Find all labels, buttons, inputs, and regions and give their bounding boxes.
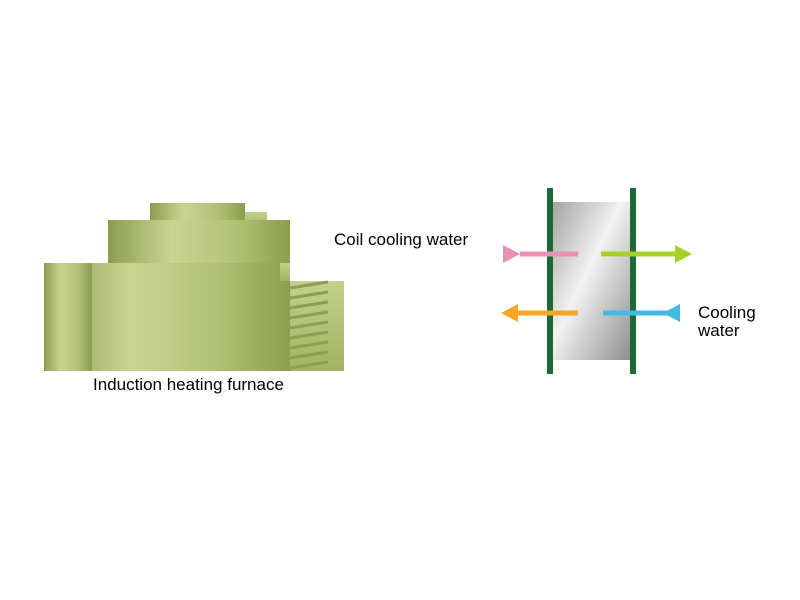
furnace-coil-windings [289, 280, 329, 370]
cooling-water-label: Cooling water [698, 304, 756, 340]
heat-exchanger-left-plate [547, 188, 553, 374]
furnace-illustration [44, 203, 344, 371]
cooling-water-label-line2: water [698, 321, 740, 340]
furnace-step-right [280, 263, 290, 281]
heat-exchanger [547, 188, 636, 374]
cooling-water-inlet-arrow [663, 304, 680, 322]
coil-water-return-arrow [501, 304, 518, 322]
cooling-water-circuit [600, 245, 692, 322]
coil-cooling-water-label: Coil cooling water [334, 230, 469, 249]
coil-water-outflow-arrow [503, 245, 520, 263]
coil-water-circuit [290, 245, 580, 322]
furnace-middle-tier [108, 220, 290, 265]
furnace-label: Induction heating furnace [93, 375, 284, 394]
furnace-left-cylinder [44, 263, 92, 371]
heat-exchanger-body [552, 202, 630, 360]
cooling-water-label-line1: Cooling [698, 303, 756, 322]
heat-exchanger-right-plate [630, 188, 636, 374]
cooling-water-outlet-arrow [675, 245, 692, 263]
